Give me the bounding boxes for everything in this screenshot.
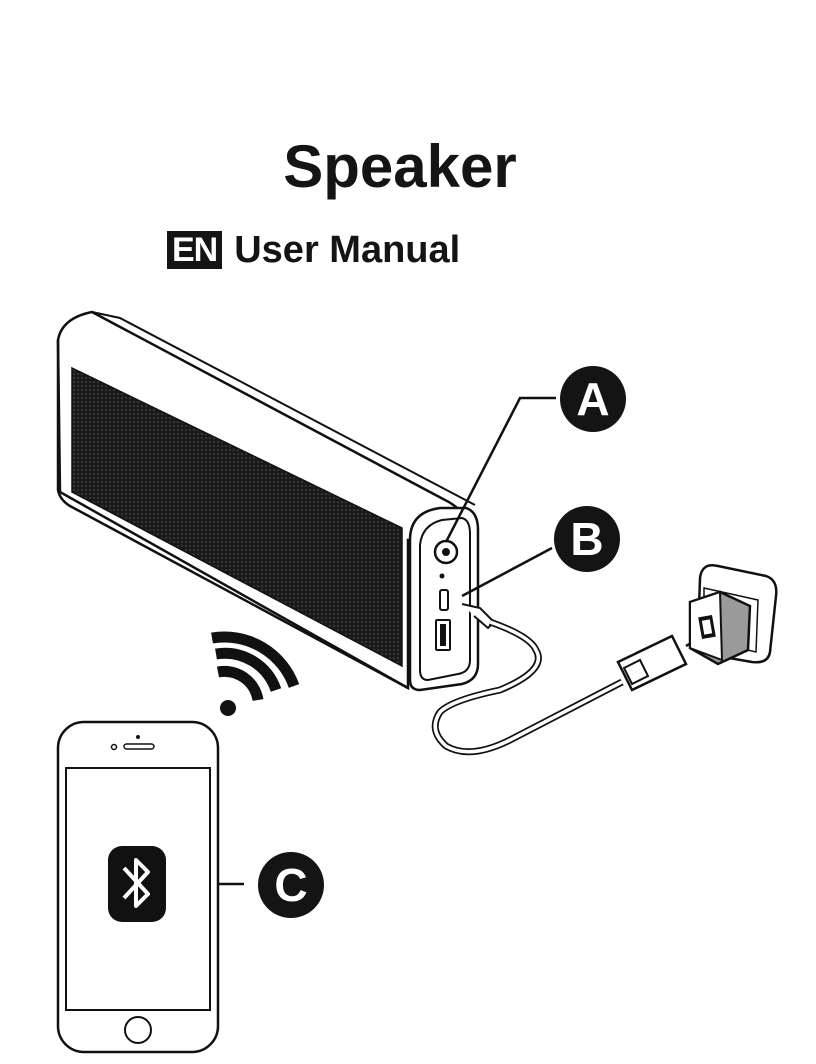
callout-b: B (554, 506, 620, 572)
callout-c: C (258, 852, 324, 918)
wall-charger-icon (690, 565, 776, 664)
wifi-signal-icon (212, 637, 294, 716)
usb-port-icon (440, 590, 448, 610)
speaker-side-panel (410, 508, 478, 690)
bluetooth-icon (108, 846, 166, 922)
power-button-icon (435, 541, 457, 563)
callout-a: A (560, 366, 626, 432)
led-indicator (440, 574, 445, 579)
